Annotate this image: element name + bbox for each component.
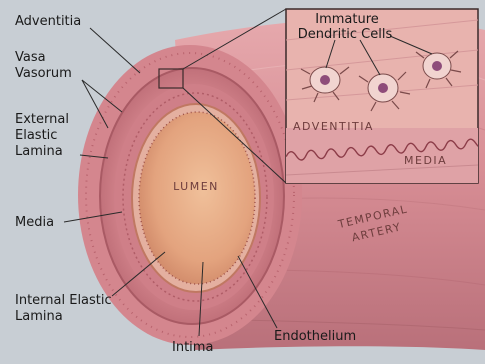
vasa-vasorum-label-line2: Vasorum	[15, 66, 72, 81]
inset-title-line1: Immature	[315, 12, 379, 27]
lumen-label: LUMEN	[173, 180, 219, 193]
internal-elastic-label-line2: Lamina	[15, 309, 63, 324]
inset-media-label: MEDIA	[404, 154, 447, 167]
external-elastic-label-line1: External	[15, 112, 69, 127]
media-label: Media	[15, 215, 54, 230]
external-elastic-label-line2: Elastic	[15, 128, 57, 143]
dendritic-cell-inset: Immature Dendritic Cells ADVENTITIA MEDI…	[286, 9, 485, 188]
intima-label: Intima	[172, 340, 213, 355]
external-elastic-label-line3: Lamina	[15, 144, 63, 159]
inset-title-line2: Dendritic Cells	[298, 27, 393, 42]
endothelium-label: Endothelium	[274, 329, 356, 344]
inset-adventitia-label: ADVENTITIA	[293, 120, 374, 133]
adventitia-leader	[90, 28, 140, 73]
internal-elastic-label-line1: Internal Elastic	[15, 293, 112, 308]
adventitia-label: Adventitia	[15, 14, 81, 29]
vasa-vasorum-label-line1: Vasa	[15, 50, 46, 65]
